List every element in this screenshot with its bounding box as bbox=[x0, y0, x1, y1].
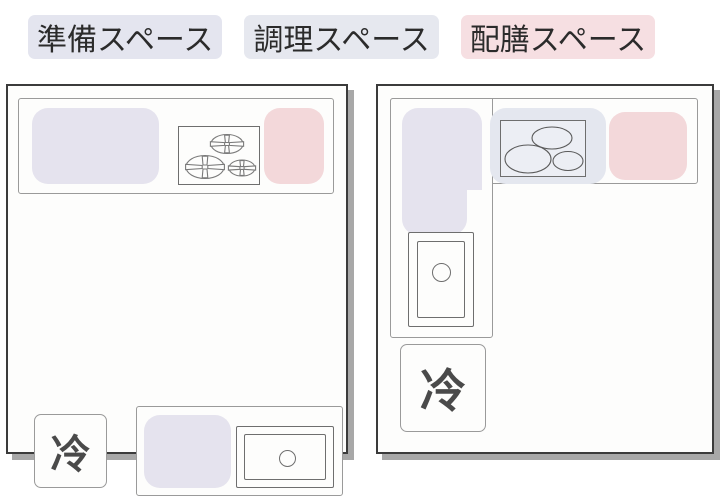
zone-prep-bottom-left bbox=[144, 415, 231, 488]
ih-burner-1 bbox=[531, 126, 573, 150]
floorplan-left: 冷 bbox=[8, 86, 346, 496]
floorplan-right: 冷 bbox=[378, 86, 712, 452]
legend-badge-cook: 調理スペース bbox=[244, 15, 439, 59]
gas-burner-group bbox=[185, 133, 257, 180]
legend-label-serve: 配膳スペース bbox=[469, 23, 647, 58]
zone-serve-top-left bbox=[264, 108, 324, 184]
sink-drain-left bbox=[279, 450, 296, 467]
legend-label-prep: 準備スペース bbox=[37, 23, 214, 58]
refrigerator-label-left: 冷 bbox=[50, 432, 91, 478]
ih-cooktop-right bbox=[500, 120, 586, 177]
sink-left bbox=[236, 426, 334, 488]
zone-serve-right bbox=[609, 112, 687, 180]
kitchen-diagram-left: 冷 bbox=[6, 84, 348, 496]
ih-burner-3 bbox=[552, 150, 584, 172]
gas-burner-3 bbox=[227, 159, 257, 177]
refrigerator-label-right: 冷 bbox=[420, 364, 466, 418]
refrigerator-right: 冷 bbox=[400, 344, 486, 432]
gas-range-left bbox=[178, 126, 260, 185]
legend-badge-prep: 準備スペース bbox=[28, 15, 223, 59]
sink-basin-right bbox=[417, 241, 465, 318]
sink-drain-right bbox=[432, 263, 451, 282]
ih-burner-group bbox=[504, 126, 584, 174]
gas-burner-2 bbox=[185, 154, 225, 180]
legend: 準備スペース 調理スペース 配膳スペース bbox=[0, 0, 722, 74]
legend-label-cook: 調理スペース bbox=[253, 23, 430, 58]
ih-burner-2 bbox=[504, 144, 552, 174]
sink-right bbox=[408, 232, 474, 327]
legend-badge-serve: 配膳スペース bbox=[460, 15, 656, 59]
zone-prep-l-lower-right bbox=[402, 182, 467, 235]
zone-prep-l-upper-right bbox=[402, 108, 482, 190]
kitchen-diagram-right: 冷 bbox=[376, 84, 714, 454]
refrigerator-left: 冷 bbox=[34, 414, 107, 488]
zone-prep-top-left bbox=[32, 108, 159, 184]
gas-burner-1 bbox=[209, 133, 245, 155]
